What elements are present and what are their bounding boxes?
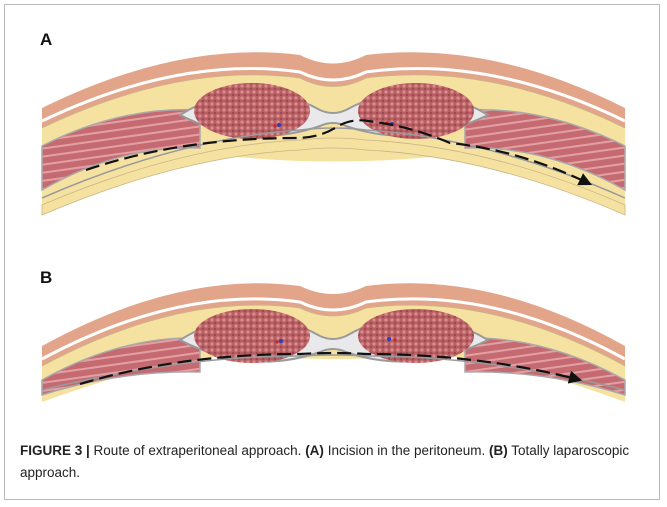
panel-b-illustration bbox=[42, 283, 625, 402]
rectus-muscle-left-b bbox=[194, 309, 310, 363]
rectus-muscle-right-b bbox=[358, 309, 474, 363]
panel-a-illustration bbox=[42, 52, 625, 215]
figure-caption: FIGURE 3 | Route of extraperitoneal appr… bbox=[20, 440, 650, 484]
caption-a-marker: (A) bbox=[305, 443, 324, 458]
caption-lead: Route of extraperitoneal approach. bbox=[90, 443, 305, 458]
caption-a-text: Incision in the peritoneum. bbox=[324, 443, 489, 458]
figure-label: FIGURE 3 | bbox=[20, 443, 90, 458]
caption-b-marker: (B) bbox=[489, 443, 508, 458]
